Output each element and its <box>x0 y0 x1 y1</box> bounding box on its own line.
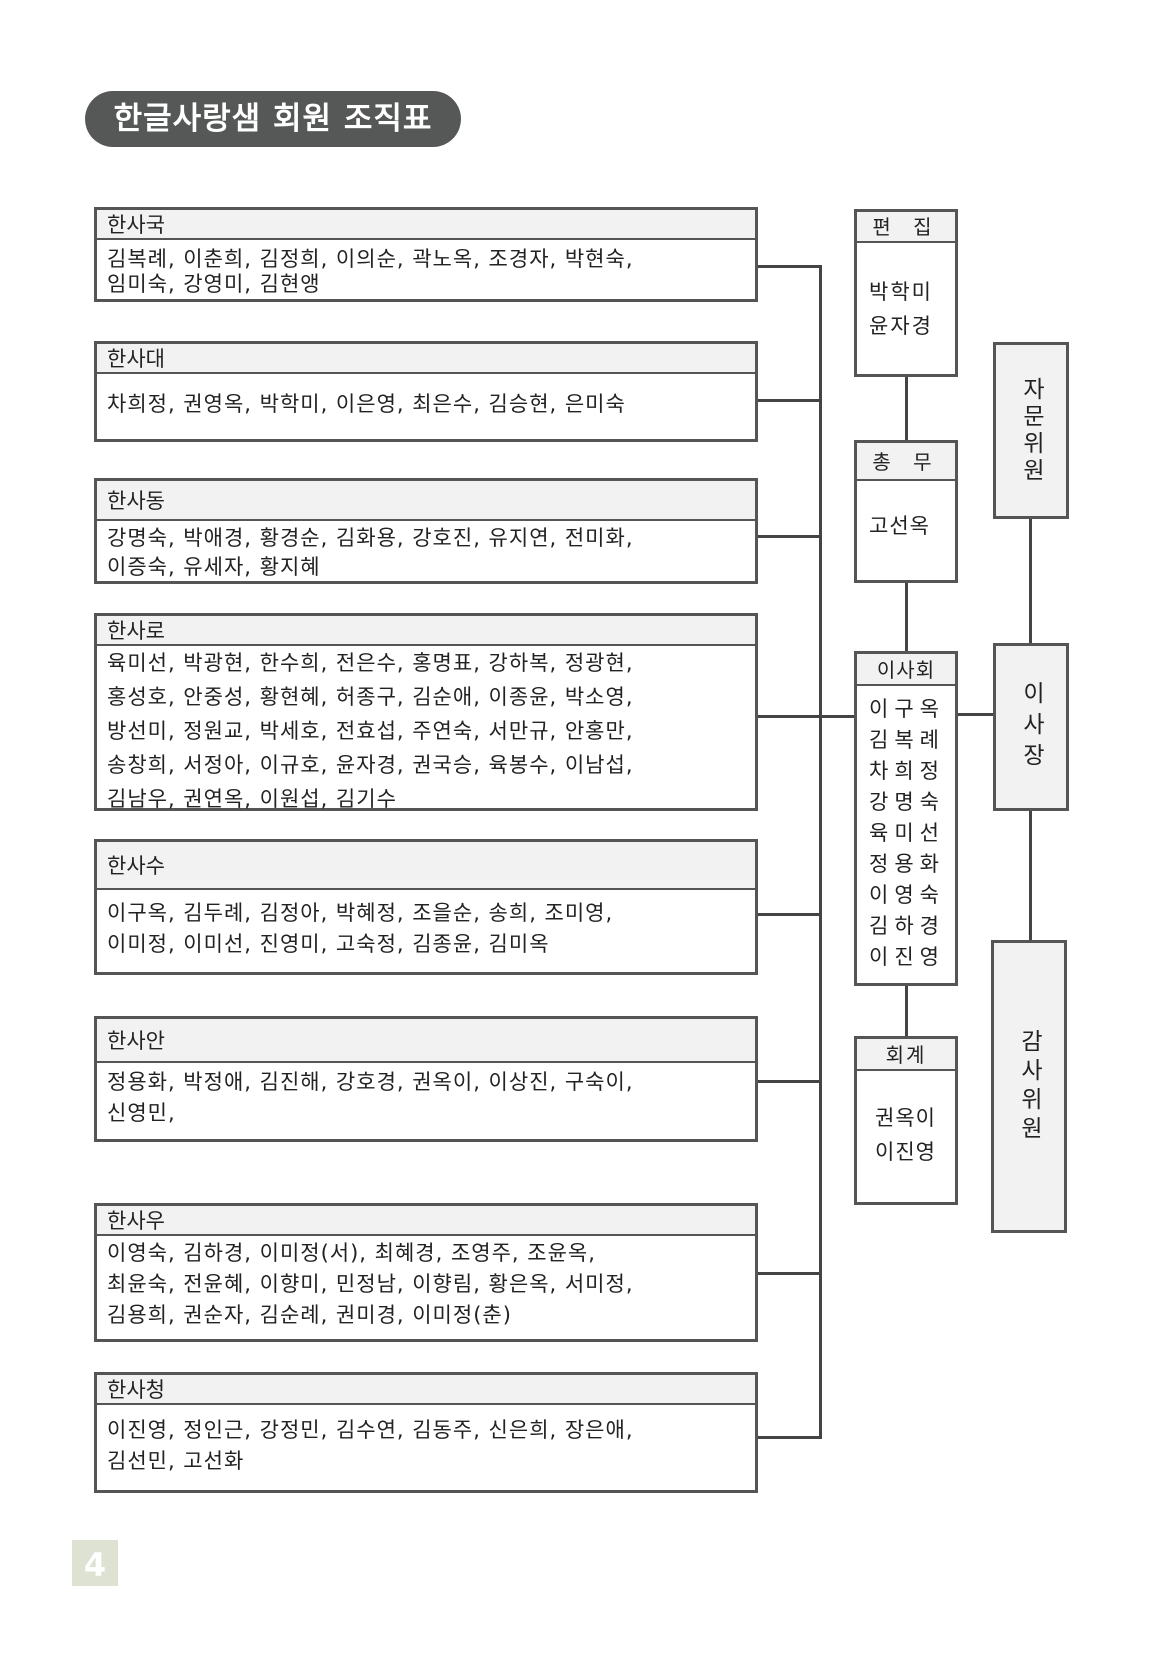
connector-line <box>758 535 822 538</box>
member-name: 고선옥 <box>869 514 930 538</box>
advisory-label: 자문위원 <box>1018 376 1044 485</box>
member-line: 정용화, 박정애, 김진해, 강호경, 권옥이, 이상진, 구숙이, <box>107 1070 634 1094</box>
connector-line <box>1029 810 1032 941</box>
member-name: 강명숙 <box>869 790 945 814</box>
connector-line <box>758 913 822 916</box>
member-name: 김하경 <box>869 914 945 938</box>
connector-line <box>905 985 908 1037</box>
group-box: 한사대 차희정, 권영옥, 박학미, 이은영, 최은수, 김승현, 은미숙 <box>94 341 758 442</box>
group-name: 한사동 <box>97 481 755 521</box>
advisory-box: 자문위원 <box>993 342 1069 519</box>
group-name: 한사대 <box>97 344 755 374</box>
group-box: 한사안 정용화, 박정애, 김진해, 강호경, 권옥이, 이상진, 구숙이, 신… <box>94 1016 758 1142</box>
member-name: 차희정 <box>869 759 945 783</box>
group-members: 정용화, 박정애, 김진해, 강호경, 권옥이, 이상진, 구숙이, 신영민, <box>97 1063 755 1129</box>
member-name: 이진영 <box>869 945 945 969</box>
chairman-label: 이사장 <box>1018 680 1044 774</box>
board-title: 이사회 <box>857 654 955 686</box>
group-box: 한사동 강명숙, 박애경, 황경순, 김화용, 강호진, 유지연, 전미화, 이… <box>94 478 758 584</box>
editing-box: 편 집 박학미 윤자경 <box>854 209 958 377</box>
accounting-box: 회계 권옥이 이진영 <box>854 1036 958 1205</box>
group-members: 이구옥, 김두례, 김정아, 박혜정, 조을순, 송희, 조미영, 이미정, 이… <box>97 890 755 960</box>
page-title: 한글사랑샘 회원 조직표 <box>85 91 461 147</box>
member-name: 이구옥 <box>869 697 945 721</box>
group-members: 강명숙, 박애경, 황경순, 김화용, 강호진, 유지연, 전미화, 이증숙, … <box>97 521 755 583</box>
auditor-label: 감사위원 <box>1016 1028 1042 1145</box>
group-box: 한사수 이구옥, 김두례, 김정아, 박혜정, 조을순, 송희, 조미영, 이미… <box>94 839 758 975</box>
connector-line <box>819 265 822 1439</box>
connector-line <box>905 582 908 652</box>
general-affairs-box: 총 무 고선옥 <box>854 440 958 583</box>
board-box: 이사회 이구옥 김복례 차희정 강명숙 육미선 정용화 이영숙 김하경 이진영 <box>854 651 958 986</box>
member-line: 이증숙, 유세자, 황지혜 <box>107 555 321 579</box>
connector-line <box>1029 517 1032 644</box>
member-line: 김선민, 고선화 <box>107 1449 245 1473</box>
member-line: 김복례, 이춘희, 김정희, 이의순, 곽노옥, 조경자, 박현숙, <box>107 247 634 271</box>
connector-line <box>957 713 994 716</box>
editing-title: 편 집 <box>857 212 955 243</box>
member-line: 강명숙, 박애경, 황경순, 김화용, 강호진, 유지연, 전미화, <box>107 526 634 550</box>
member-line: 김용희, 권순자, 김순례, 권미경, 이미정(춘) <box>107 1303 512 1327</box>
group-box: 한사국 김복례, 이춘희, 김정희, 이의순, 곽노옥, 조경자, 박현숙, 임… <box>94 207 758 302</box>
member-line: 김남우, 권연옥, 이원섭, 김기수 <box>107 787 397 811</box>
connector-line <box>758 399 822 402</box>
group-box: 한사로 육미선, 박광현, 한수희, 전은수, 홍명표, 강하복, 정광현, 홍… <box>94 613 758 811</box>
member-name: 육미선 <box>869 821 945 845</box>
member-line: 방선미, 정원교, 박세호, 전효섭, 주연숙, 서만규, 안홍만, <box>107 719 634 743</box>
connector-line <box>758 1080 822 1083</box>
group-members: 김복례, 이춘희, 김정희, 이의순, 곽노옥, 조경자, 박현숙, 임미숙, … <box>97 240 755 300</box>
group-box: 한사우 이영숙, 김하경, 이미정(서), 최혜경, 조영주, 조윤옥, 최윤숙… <box>94 1203 758 1342</box>
connector-line <box>758 715 854 718</box>
general-affairs-members: 고선옥 <box>857 481 955 542</box>
group-name: 한사로 <box>97 616 755 646</box>
connector-line <box>905 376 908 440</box>
auditor-box: 감사위원 <box>991 940 1067 1233</box>
editing-members: 박학미 윤자경 <box>857 243 955 343</box>
group-members: 육미선, 박광현, 한수희, 전은수, 홍명표, 강하복, 정광현, 홍성호, … <box>97 646 755 816</box>
group-name: 한사우 <box>97 1206 755 1236</box>
chairman-box: 이사장 <box>993 643 1069 811</box>
member-name: 박학미 <box>869 280 933 304</box>
member-line: 최윤숙, 전윤혜, 이향미, 민정남, 이향림, 황은옥, 서미정, <box>107 1272 634 1296</box>
member-line: 송창희, 서정아, 이규호, 윤자경, 권국승, 육봉수, 이남섭, <box>107 753 634 777</box>
group-members: 차희정, 권영옥, 박학미, 이은영, 최은수, 김승현, 은미숙 <box>97 374 755 420</box>
board-members: 이구옥 김복례 차희정 강명숙 육미선 정용화 이영숙 김하경 이진영 <box>857 686 955 973</box>
member-line: 이구옥, 김두례, 김정아, 박혜정, 조을순, 송희, 조미영, <box>107 901 614 925</box>
group-name: 한사국 <box>97 210 755 240</box>
member-name: 권옥이 <box>875 1106 936 1130</box>
general-affairs-title: 총 무 <box>857 443 955 481</box>
member-name: 정용화 <box>869 852 945 876</box>
group-name: 한사청 <box>97 1375 755 1405</box>
group-members: 이영숙, 김하경, 이미정(서), 최혜경, 조영주, 조윤옥, 최윤숙, 전윤… <box>97 1236 755 1331</box>
accounting-title: 회계 <box>857 1039 955 1071</box>
group-name: 한사안 <box>97 1019 755 1063</box>
member-line: 차희정, 권영옥, 박학미, 이은영, 최은수, 김승현, 은미숙 <box>107 392 626 416</box>
member-name: 윤자경 <box>869 314 933 338</box>
member-line: 임미숙, 강영미, 김현앵 <box>107 272 321 296</box>
member-line: 이미정, 이미선, 진영미, 고숙정, 김종윤, 김미옥 <box>107 932 550 956</box>
connector-line <box>758 1436 822 1439</box>
member-line: 홍성호, 안중성, 황현혜, 허종구, 김순애, 이종윤, 박소영, <box>107 685 634 709</box>
member-line: 육미선, 박광현, 한수희, 전은수, 홍명표, 강하복, 정광현, <box>107 651 634 675</box>
connector-line <box>758 1272 822 1275</box>
page-number: 4 <box>72 1540 118 1586</box>
group-members: 이진영, 정인근, 강정민, 김수연, 김동주, 신은희, 장은애, 김선민, … <box>97 1405 755 1477</box>
connector-line <box>758 265 822 268</box>
accounting-members: 권옥이 이진영 <box>857 1071 955 1169</box>
group-name: 한사수 <box>97 842 755 890</box>
member-line: 신영민, <box>107 1101 176 1125</box>
group-box: 한사청 이진영, 정인근, 강정민, 김수연, 김동주, 신은희, 장은애, 김… <box>94 1372 758 1493</box>
member-line: 이진영, 정인근, 강정민, 김수연, 김동주, 신은희, 장은애, <box>107 1418 634 1442</box>
member-name: 김복례 <box>869 728 945 752</box>
member-line: 이영숙, 김하경, 이미정(서), 최혜경, 조영주, 조윤옥, <box>107 1241 596 1265</box>
member-name: 이진영 <box>875 1140 936 1164</box>
member-name: 이영숙 <box>869 883 945 907</box>
